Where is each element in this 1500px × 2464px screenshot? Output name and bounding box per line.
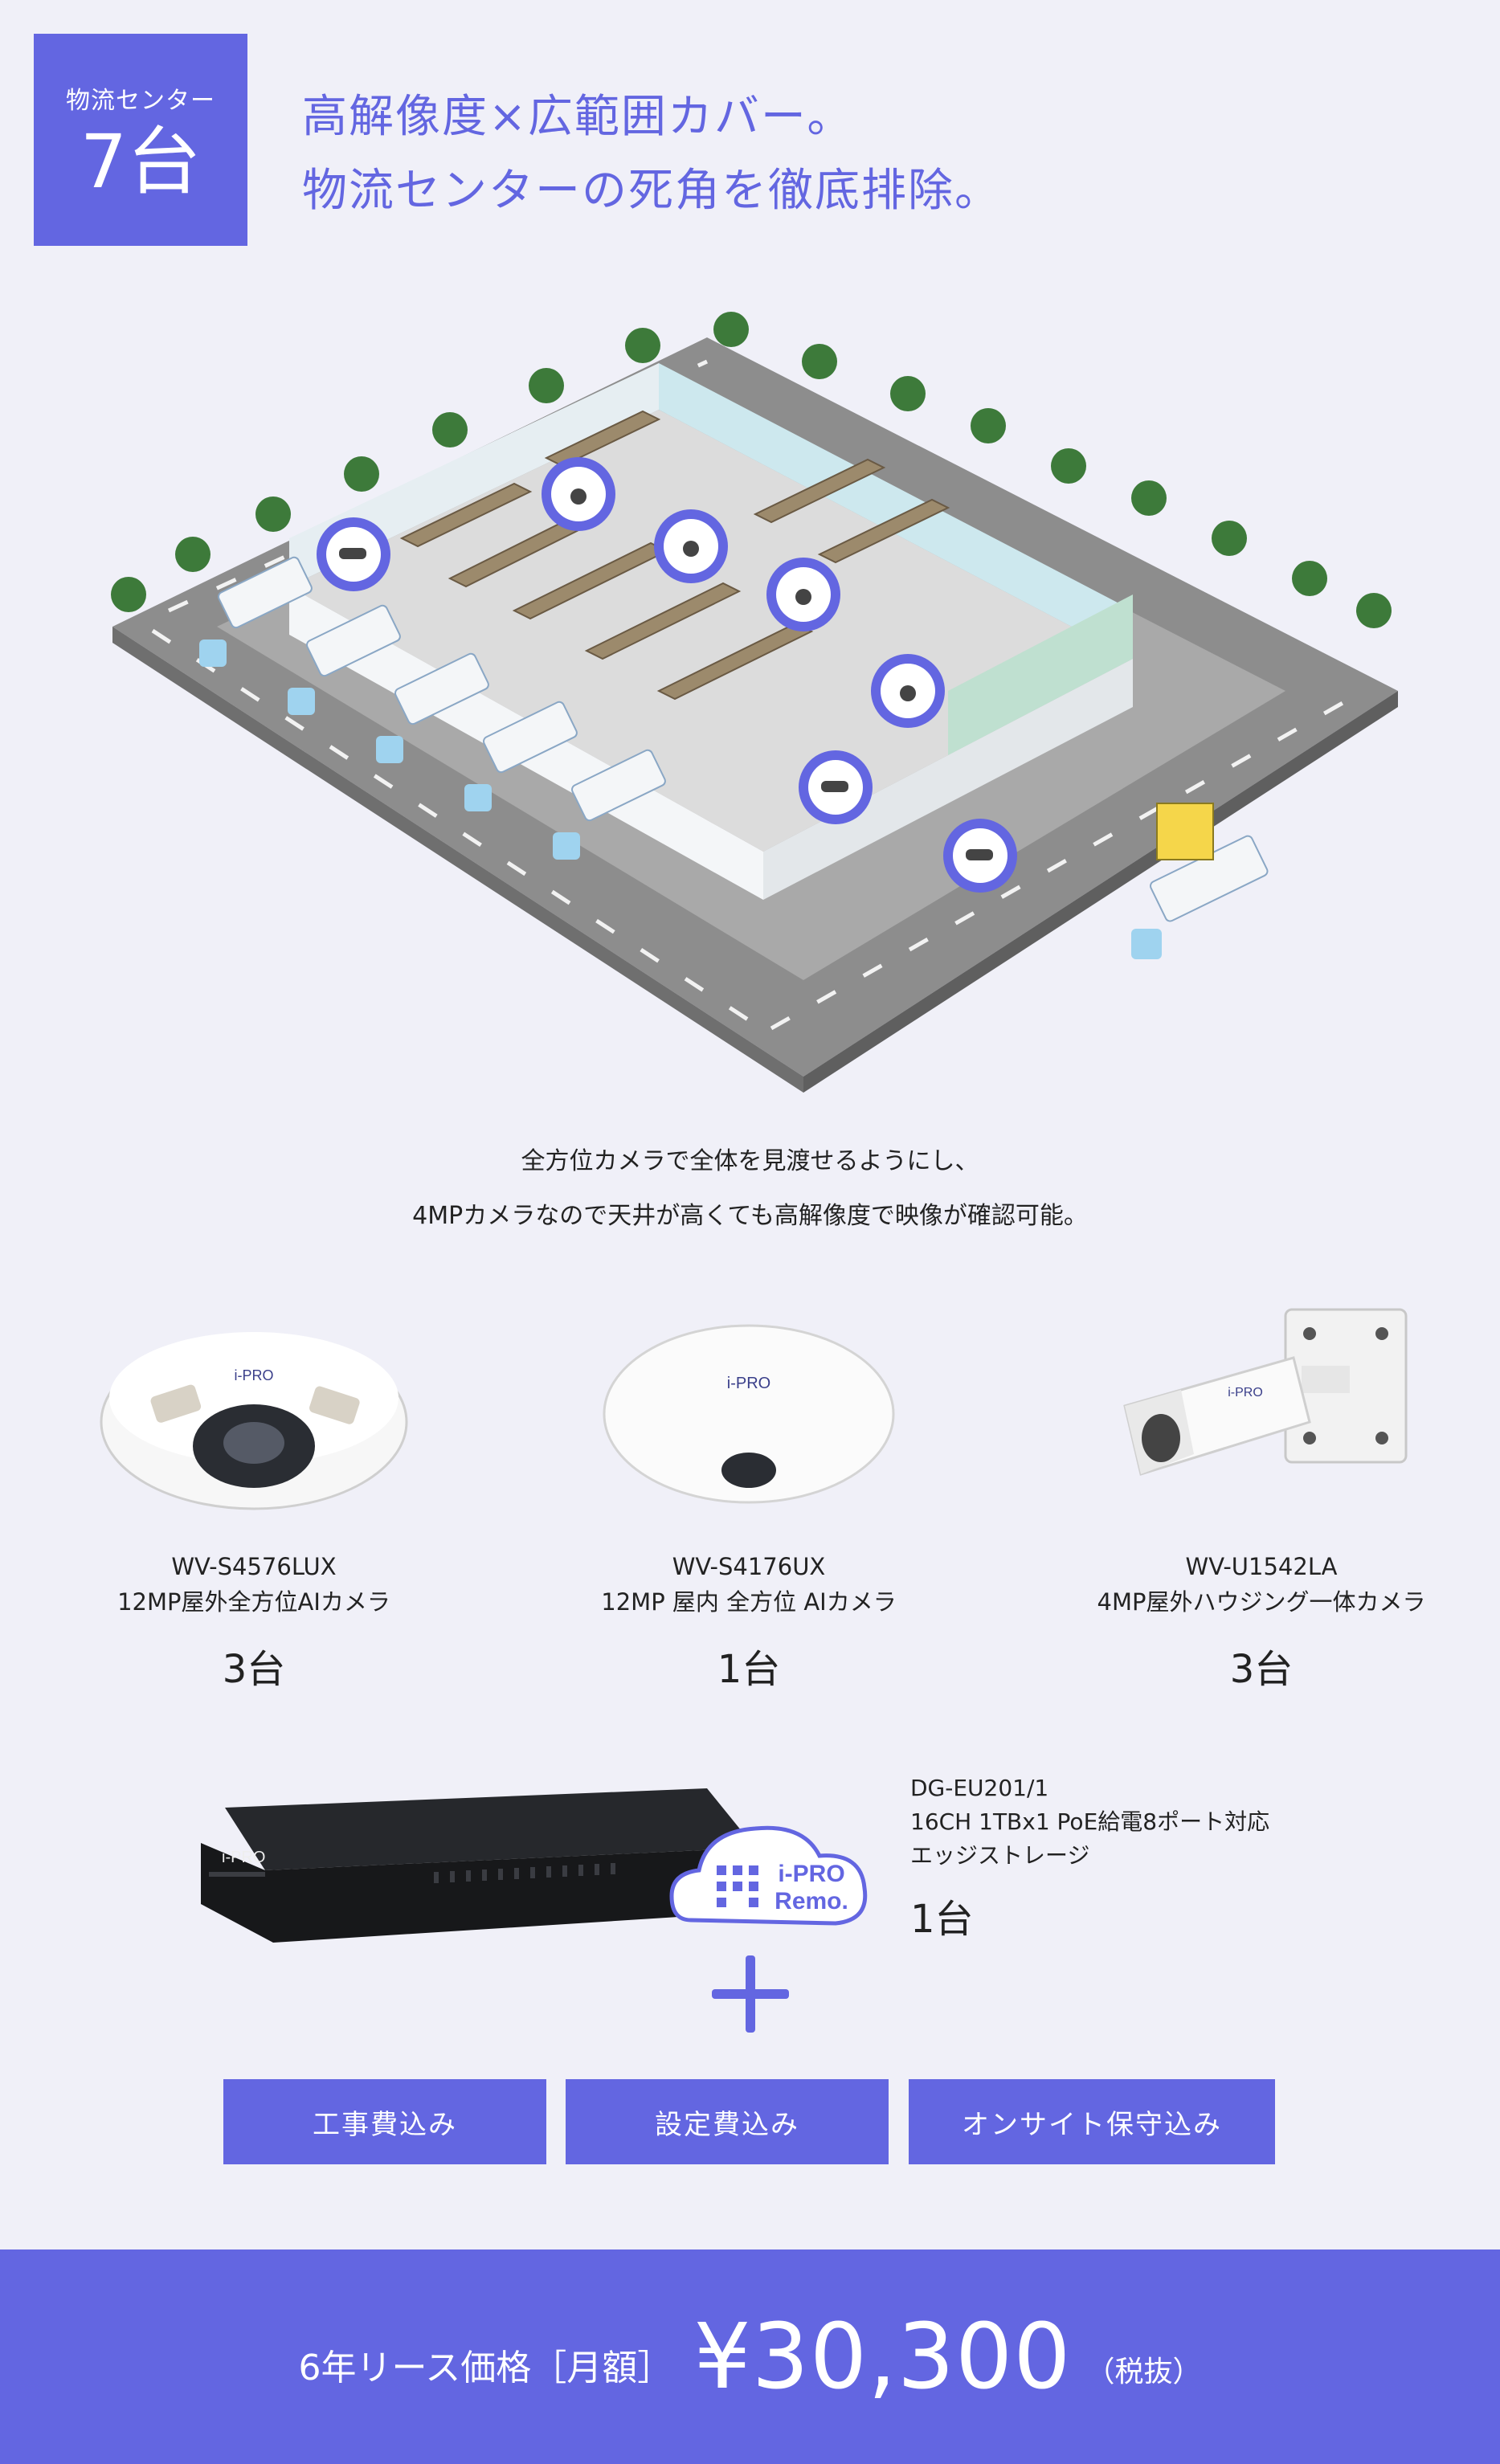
price-footer: 6年リース価格［月額］ ¥30,300 （税抜） <box>0 2249 1500 2464</box>
storage-desc-2: エッジストレージ <box>910 1842 1090 1869</box>
location-badge: 物流センター 7台 <box>34 34 247 246</box>
edge-storage-icon: i-PRO i-PRO Remo. <box>201 1788 868 1943</box>
product-model: WV-S4176UX <box>672 1553 826 1580</box>
brand-logo: i-PRO <box>1228 1386 1263 1400</box>
storage-brand-logo: i-PRO <box>222 1849 265 1866</box>
product-desc: 4MP屋外ハウジング一体カメラ <box>1097 1588 1426 1616</box>
product-desc: 12MP 屋内 全方位 AIカメラ <box>601 1588 897 1616</box>
cloud-icon: i-PRO Remo. <box>669 1825 868 1926</box>
storage-desc-1: 16CH 1TBx1 PoE給電8ポート対応 <box>910 1808 1270 1835</box>
price-value: ¥30,300 <box>693 2304 1072 2409</box>
product-desc: 12MP屋外全方位AIカメラ <box>117 1588 390 1616</box>
plus-icon <box>712 1955 789 2033</box>
cloud-line-1: i-PRO <box>778 1861 844 1887</box>
bullet-camera-icon: i-PRO <box>1036 1301 1486 1543</box>
brand-logo: i-PRO <box>727 1375 770 1392</box>
headline-line-1: 高解像度×広範囲カバー。 <box>302 91 854 143</box>
tree-row <box>111 312 1392 628</box>
product-model: WV-S4576LUX <box>171 1553 337 1580</box>
product-model: WV-U1542LA <box>1185 1553 1338 1580</box>
product-card-2: i-PRO WV-S4176UX 12MP 屋内 全方位 AIカメラ 1台 <box>524 1301 974 1694</box>
product-qty: 3台 <box>222 1647 286 1692</box>
price-label: 6年リース価格［月額］ <box>298 2347 673 2388</box>
headline: 高解像度×広範囲カバー。 物流センターの死角を徹底排除。 <box>302 80 1001 228</box>
badge-label: 物流センター <box>66 87 215 115</box>
tag-onsite-maintenance: オンサイト保守込み <box>909 2079 1275 2164</box>
tag-installation: 工事費込み <box>223 2079 546 2164</box>
cloud-line-2: Remo. <box>775 1888 848 1914</box>
headline-line-2: 物流センターの死角を徹底排除。 <box>302 165 1001 217</box>
warehouse-illustration <box>111 312 1398 1093</box>
product-qty: 3台 <box>1229 1647 1294 1692</box>
product-card-1: i-PRO WV-S4576LUX 12MP屋外全方位AIカメラ 3台 <box>29 1301 479 1694</box>
storage-info: DG-EU201/1 16CH 1TBx1 PoE給電8ポート対応 エッジストレ… <box>910 1771 1269 1943</box>
caption: 全方位カメラで全体を見渡せるようにし、 4MPカメラなので天井が高くても高解像度… <box>0 1134 1500 1244</box>
brand-logo: i-PRO <box>235 1367 274 1383</box>
tax-note: （税抜） <box>1085 2355 1202 2388</box>
product-qty: 1台 <box>717 1647 781 1692</box>
dome-camera-icon: i-PRO <box>524 1301 974 1543</box>
storage-model: DG-EU201/1 <box>910 1775 1049 1801</box>
storage-qty: 1台 <box>910 1897 974 1942</box>
caption-line-1: 全方位カメラで全体を見渡せるようにし、 <box>521 1147 979 1175</box>
tag-setup: 設定費込み <box>566 2079 889 2164</box>
caption-line-2: 4MPカメラなので天井が高くても高解像度で映像が確認可能。 <box>412 1202 1088 1230</box>
product-card-3: i-PRO WV-U1542LA 4MP屋外ハウジング一体カメラ 3台 <box>1036 1301 1486 1694</box>
fisheye-camera-icon: i-PRO <box>29 1301 479 1543</box>
badge-count: 7台 <box>80 119 202 205</box>
